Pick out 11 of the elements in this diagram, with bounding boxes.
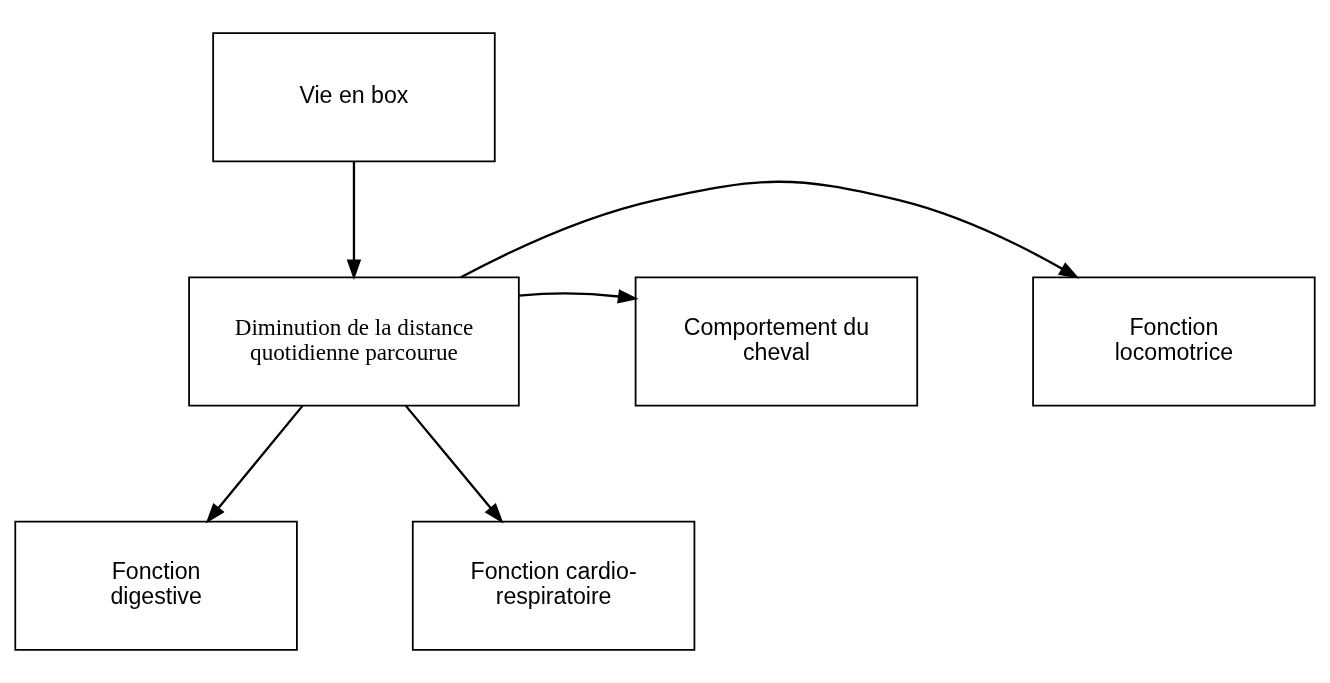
node-box: Vie en box <box>212 32 496 163</box>
node-box: Fonction cardio-respiratoire <box>411 520 696 651</box>
arrow <box>346 161 362 281</box>
node-box: Comportement du cheval <box>634 276 919 407</box>
arrow <box>518 289 639 304</box>
arrow <box>460 180 1080 279</box>
node-box: Fonction locomotrice <box>1032 276 1316 407</box>
node-box: Diminution de la distance quotidienne parcourue <box>188 276 520 407</box>
node-box: Fonction digestive <box>14 520 298 651</box>
arrow <box>205 405 304 524</box>
arrow <box>405 405 504 524</box>
